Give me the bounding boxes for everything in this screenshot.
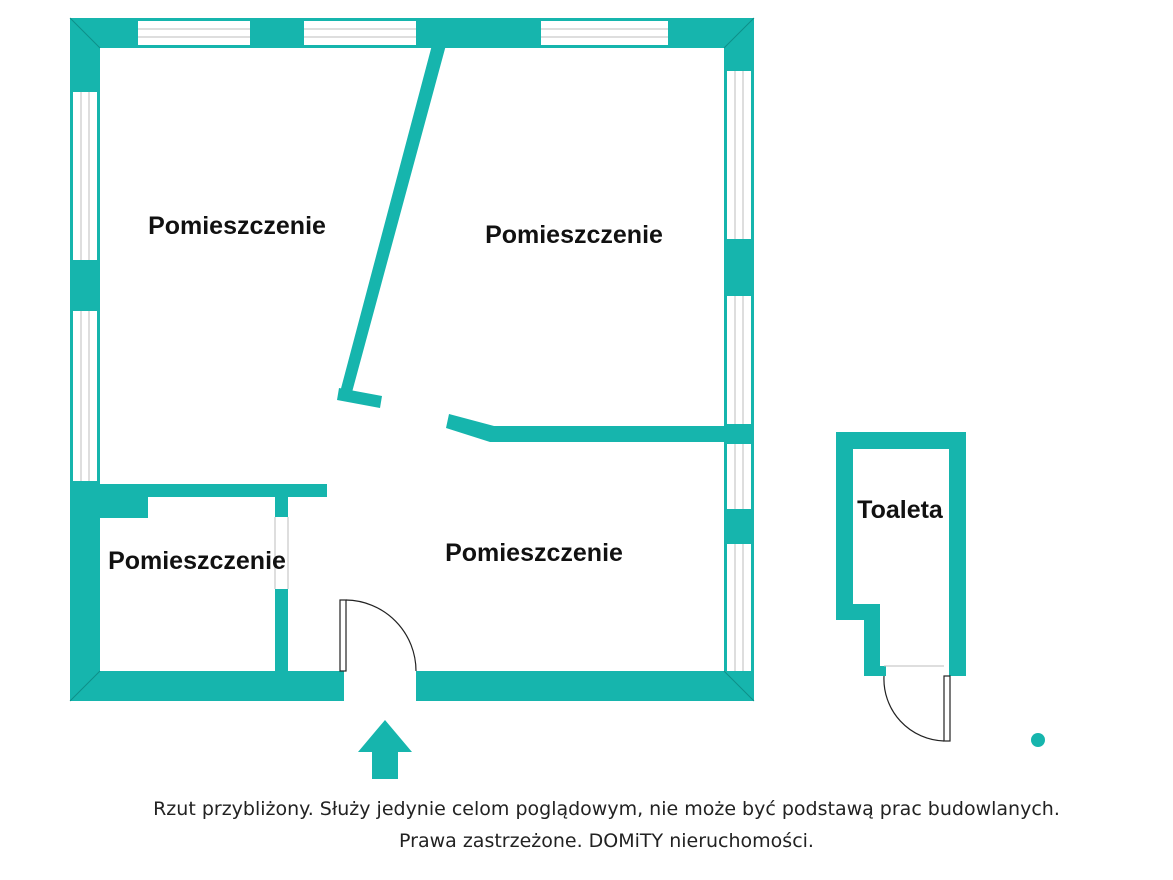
outer-walls	[70, 18, 754, 701]
toilet-walls	[836, 432, 966, 676]
room-label-bottom-left: Pomieszczenie	[108, 547, 286, 575]
wall-bottom-left	[70, 671, 344, 701]
room-label-top-left: Pomieszczenie	[148, 212, 326, 240]
wall-bottom-partition	[275, 589, 288, 671]
room-label-bottom-center: Pomieszczenie	[445, 539, 623, 567]
window-right-2	[727, 296, 751, 424]
toilet-outline	[836, 432, 966, 676]
disclaimer-line-2: Prawa zastrzeżone. DOMiTY nieruchomości.	[399, 830, 814, 852]
wall-bottom-right	[416, 671, 754, 701]
wall-mid-left-thick	[100, 484, 148, 518]
interior-walls	[100, 45, 724, 671]
window-top-2	[304, 21, 416, 45]
wall-diagonal-stub	[337, 388, 382, 408]
disclaimer-line-1: Rzut przybliżony. Służy jedynie celom po…	[153, 798, 1060, 820]
window-right-3	[727, 444, 751, 509]
interior-door-gap	[274, 517, 289, 589]
window-right-1	[727, 71, 751, 239]
window-top-1	[138, 21, 250, 45]
corner-accents	[69, 17, 755, 702]
window-left-1	[73, 92, 97, 260]
window-top-3	[541, 21, 668, 45]
windows	[73, 21, 751, 671]
wall-diagonal	[339, 45, 446, 396]
toilet-door	[883, 665, 951, 742]
room-label-top-right: Pomieszczenie	[485, 221, 663, 249]
wall-bottom-partition-top	[275, 497, 288, 517]
wall-mid-right	[446, 414, 724, 442]
up-arrow-icon	[358, 720, 412, 779]
window-right-4	[727, 544, 751, 671]
wall-mid-left	[100, 484, 325, 497]
room-label-toilet: Toaleta	[857, 496, 944, 524]
window-left-2	[73, 311, 97, 481]
marker-dot	[1031, 733, 1045, 747]
entrance-door	[339, 599, 417, 672]
